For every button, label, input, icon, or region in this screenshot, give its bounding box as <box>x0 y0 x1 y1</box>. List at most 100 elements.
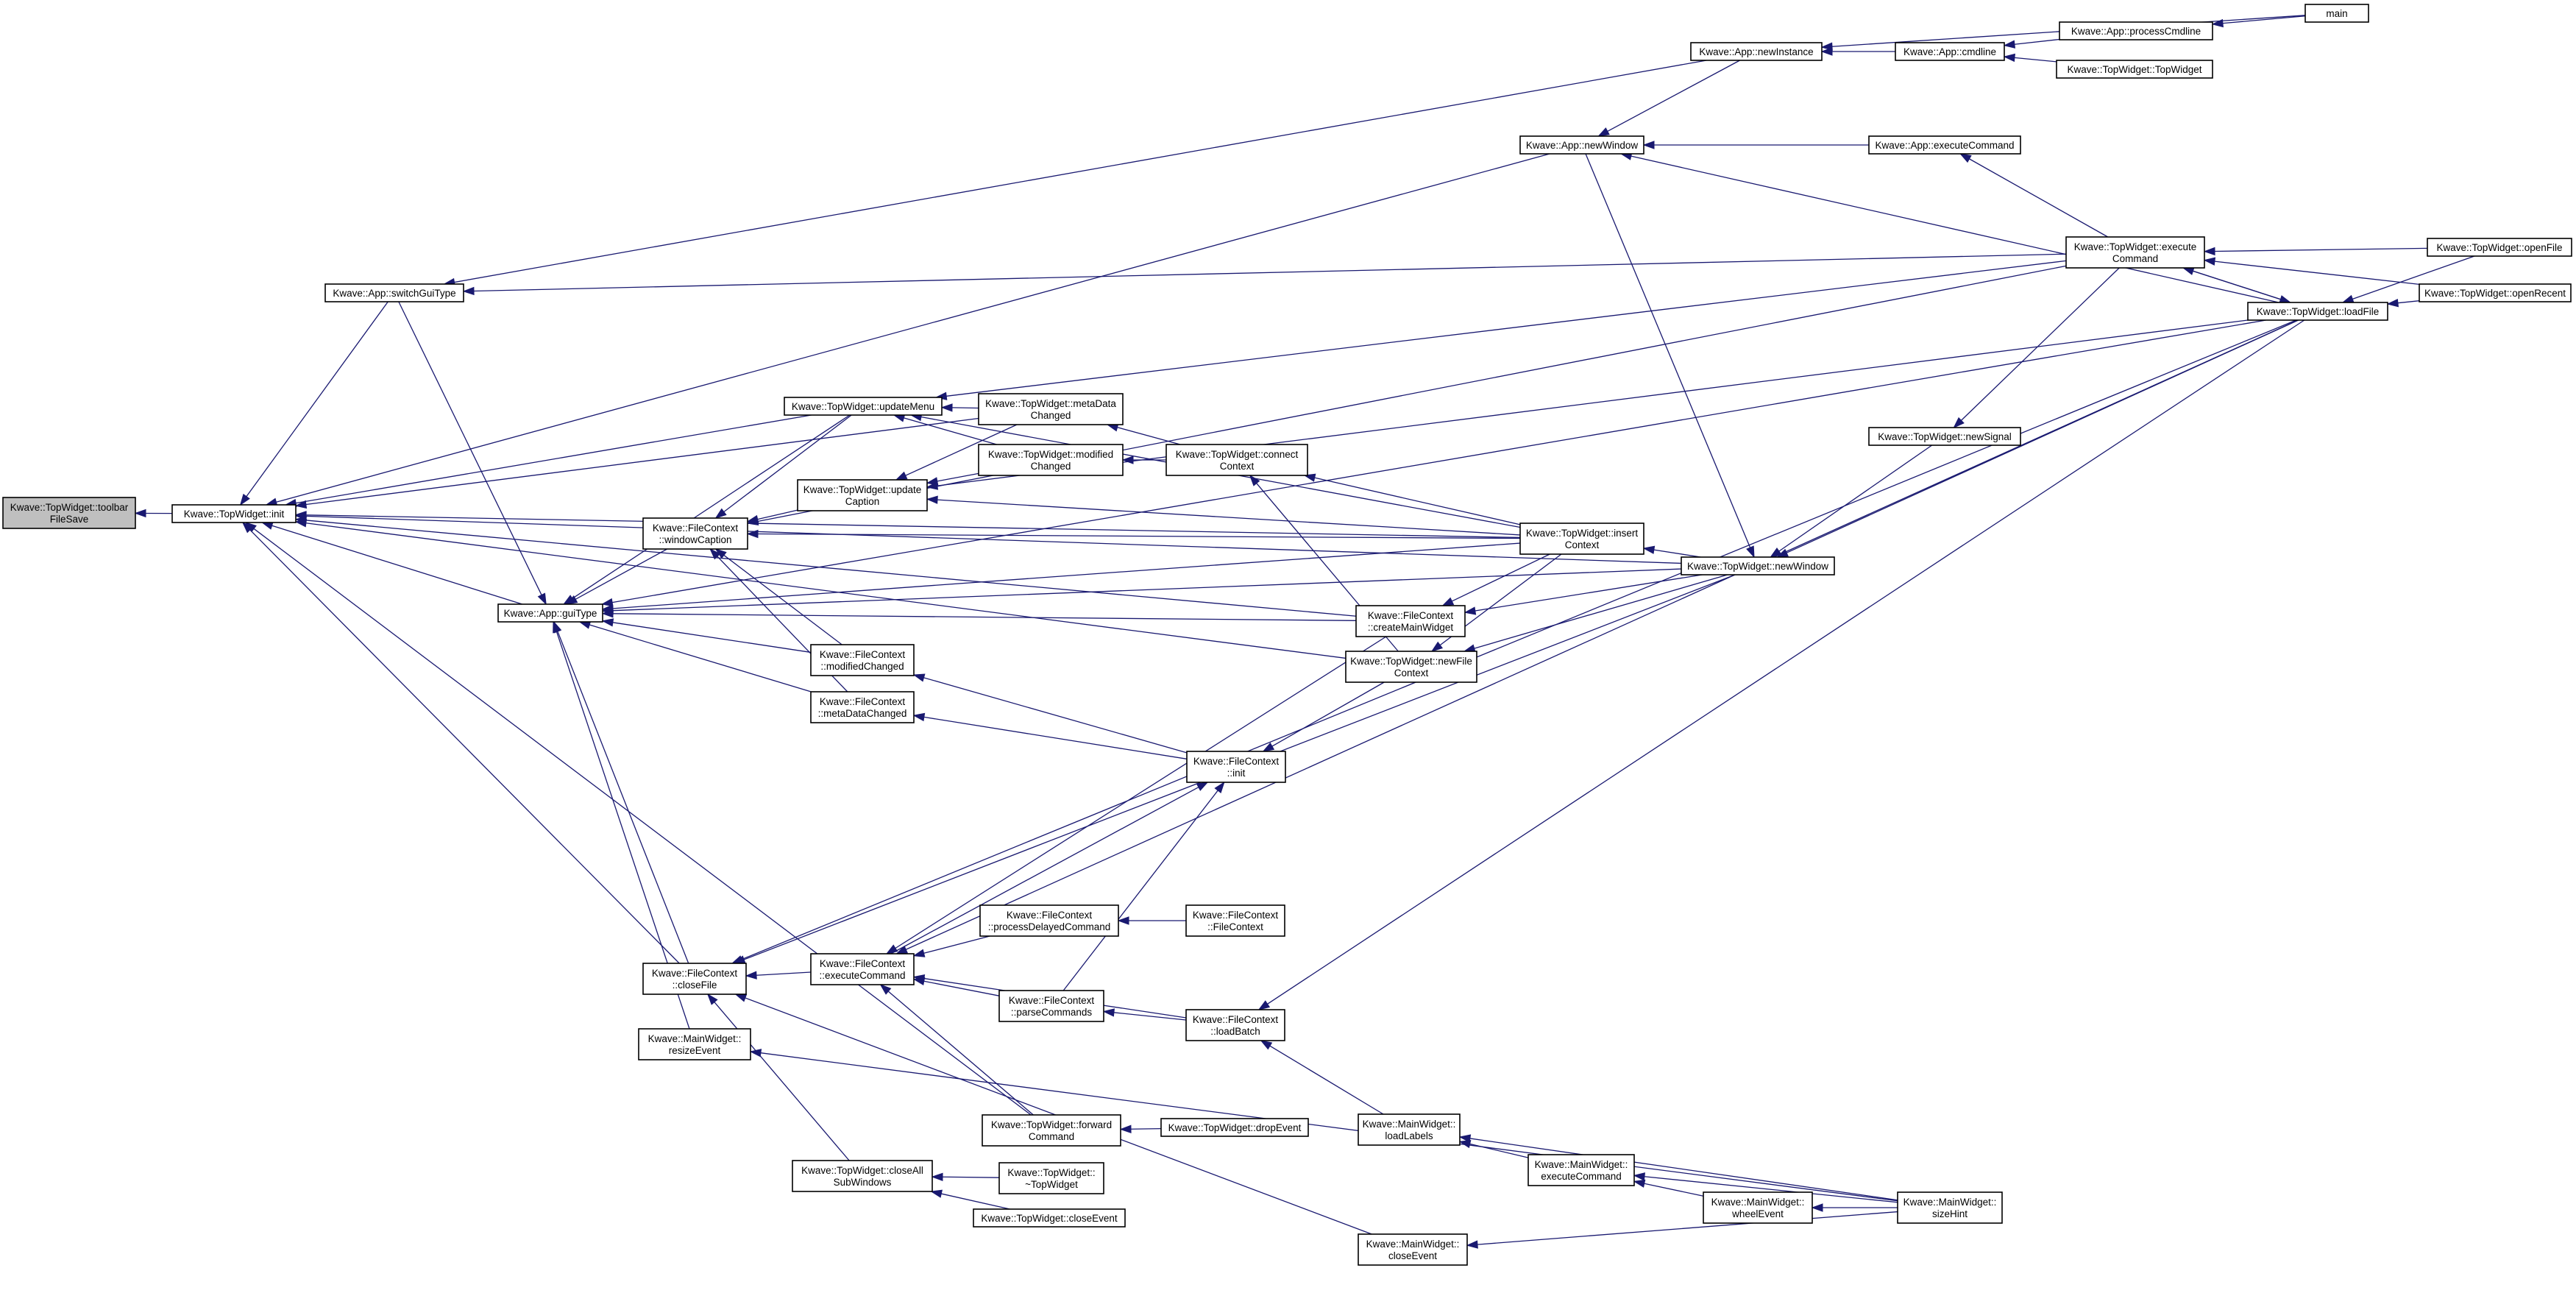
edge-tw_newFileContext-to-tw_init <box>294 519 1346 659</box>
node-tw_modifiedChanged[interactable]: Kwave::TopWidget::modifiedChanged <box>978 444 1124 476</box>
node-tw_init[interactable]: Kwave::TopWidget::init <box>171 504 297 523</box>
node-tw_newWindow[interactable]: Kwave::TopWidget::newWindow <box>1681 556 1835 575</box>
node-box <box>171 504 297 523</box>
node-mw_wheelEvent[interactable]: Kwave::MainWidget::wheelEvent <box>1703 1191 1813 1224</box>
edge-mw_sizeHint-to-mw_executeCommand <box>1633 1172 1898 1203</box>
node-tw_dropEvent[interactable]: Kwave::TopWidget::dropEvent <box>1160 1118 1309 1137</box>
node-mw_closeEvent[interactable]: Kwave::MainWidget::closeEvent <box>1358 1233 1468 1266</box>
edge-tw_init-to-toolbarFileSave <box>134 509 173 518</box>
node-tw_metaDataChanged[interactable]: Kwave::TopWidget::metaDataChanged <box>978 393 1124 425</box>
edge-line <box>272 525 522 605</box>
edge-line <box>2352 255 2475 300</box>
node-fc_executeCommand[interactable]: Kwave::FileContext::executeCommand <box>810 953 915 985</box>
node-tw_updateMenu[interactable]: Kwave::TopWidget::updateMenu <box>784 397 943 416</box>
node-tw_openRecent[interactable]: Kwave::TopWidget::openRecent <box>2419 283 2572 302</box>
edge-tw_updateMenu-to-fc_windowCaption <box>714 414 852 519</box>
node-tw_openFile[interactable]: Kwave::TopWidget::openFile <box>2427 238 2572 257</box>
node-app_switchGuiType[interactable]: Kwave::App::switchGuiType <box>324 283 464 302</box>
node-app_executeCommand[interactable]: Kwave::App::executeCommand <box>1868 135 2021 155</box>
edge-arrowhead <box>1642 141 1655 149</box>
node-fc_loadBatch[interactable]: Kwave::FileContext::loadBatch <box>1185 1009 1285 1041</box>
node-fc_parseCommands[interactable]: Kwave::FileContext::parseCommands <box>998 990 1104 1022</box>
edge-line <box>2182 267 2281 300</box>
edge-arrowhead <box>1458 1139 1472 1149</box>
edge-tw_executeCommand-to-fc_windowCaption <box>746 265 2067 525</box>
edge-tw_openRecent-to-tw_loadFile <box>2386 298 2420 308</box>
edge-line <box>923 716 1188 759</box>
edge-line <box>1269 1045 1384 1115</box>
node-box <box>973 1208 1126 1228</box>
edge-arrowhead <box>134 509 146 518</box>
node-app_guiType[interactable]: Kwave::App::guiType <box>497 603 603 623</box>
node-label: Kwave::MainWidget:: <box>1711 1197 1805 1208</box>
edge-arrowhead <box>562 595 575 605</box>
node-fc_processDelayedCommand[interactable]: Kwave::FileContext::processDelayedComman… <box>979 904 1119 937</box>
node-mw_loadLabels[interactable]: Kwave::MainWidget::loadLabels <box>1358 1113 1461 1146</box>
edge-arrowhead <box>537 592 547 606</box>
node-label: Kwave::TopWidget::insert <box>1526 528 1639 539</box>
node-label: Kwave::TopWidget::openRecent <box>2424 288 2566 299</box>
edge-arrowhead <box>1441 597 1455 606</box>
node-fc_createMainWidget[interactable]: Kwave::FileContext::createMainWidget <box>1355 605 1466 637</box>
node-tw_TopWidget[interactable]: Kwave::TopWidget::TopWidget <box>2056 60 2213 79</box>
edge-line <box>305 417 979 506</box>
node-label: ::createMainWidget <box>1368 622 1454 633</box>
edge-arrowhead <box>294 500 308 509</box>
edge-line <box>904 417 997 445</box>
node-fc_modifiedChanged[interactable]: Kwave::FileContext::modifiedChanged <box>810 644 915 676</box>
node-label: ::metaDataChanged <box>818 708 907 719</box>
node-label: Kwave::TopWidget::newSignal <box>1878 431 2012 442</box>
node-label: Kwave::MainWidget:: <box>648 1033 742 1044</box>
edge-fc_FileContext-to-fc_processDelayedCommand <box>1117 916 1186 925</box>
node-label: wheelEvent <box>1731 1208 1784 1219</box>
node-fc_windowCaption[interactable]: Kwave::FileContext::windowCaption <box>642 517 748 550</box>
node-box <box>1186 751 1286 783</box>
node-tw_dtor[interactable]: Kwave::TopWidget::~TopWidget <box>998 1162 1104 1194</box>
node-mw_executeCommand[interactable]: Kwave::MainWidget::executeCommand <box>1527 1154 1635 1186</box>
edge-line <box>937 499 1521 536</box>
node-label: Context <box>1565 539 1600 550</box>
node-app_cmdline[interactable]: Kwave::App::cmdline <box>1895 42 2005 61</box>
edge-line <box>905 319 2299 950</box>
node-fc_metaDataChanged[interactable]: Kwave::FileContext::metaDataChanged <box>810 691 915 723</box>
node-mw_sizeHint[interactable]: Kwave::MainWidget::sizeHint <box>1897 1191 2003 1224</box>
node-box <box>1527 1154 1635 1186</box>
edge-tw_dropEvent-to-tw_forwardCommand <box>1119 1124 1162 1133</box>
edge-arrowhead <box>1119 1124 1132 1133</box>
node-fc_closeFile[interactable]: Kwave::FileContext::closeFile <box>642 963 747 995</box>
node-mw_resizeEvent[interactable]: Kwave::MainWidget::resizeEvent <box>638 1028 751 1060</box>
node-app_newWindow[interactable]: Kwave::App::newWindow <box>1519 135 1644 155</box>
node-label: Kwave::TopWidget::update <box>803 484 922 495</box>
edge-arrowhead <box>462 286 475 296</box>
node-fc_init[interactable]: Kwave::FileContext::init <box>1186 751 1286 783</box>
node-tw_closeEvent[interactable]: Kwave::TopWidget::closeEvent <box>973 1208 1126 1228</box>
node-label: main <box>2326 8 2347 19</box>
edge-tw_executeCommand-to-tw_loadFile <box>2182 267 2292 303</box>
node-box <box>1868 427 2021 446</box>
edge-arrowhead <box>1633 1172 1646 1181</box>
node-app_newInstance[interactable]: Kwave::App::newInstance <box>1690 42 1823 61</box>
node-box <box>497 603 603 623</box>
edge-fc_loadBatch-to-fc_parseCommands <box>1102 1008 1187 1021</box>
node-tw_executeCommand[interactable]: Kwave::TopWidget::executeCommand <box>2065 236 2205 269</box>
node-tw_newSignal[interactable]: Kwave::TopWidget::newSignal <box>1868 427 2021 446</box>
edge-fc_init-to-fc_metaDataChanged <box>912 712 1188 759</box>
node-label: Kwave::FileContext <box>1368 610 1454 621</box>
edge-line <box>887 991 1034 1116</box>
node-box <box>1681 556 1835 575</box>
edge-arrowhead <box>706 993 718 1005</box>
node-fc_FileContext[interactable]: Kwave::FileContext::FileContext <box>1185 904 1285 937</box>
node-label: Kwave::TopWidget::openFile <box>2436 242 2562 253</box>
edge-arrowhead <box>912 673 926 682</box>
edge-line <box>741 319 2297 960</box>
node-main[interactable]: main <box>2304 4 2369 23</box>
node-tw_loadFile[interactable]: Kwave::TopWidget::loadFile <box>2247 302 2388 321</box>
node-app_processCmdline[interactable]: Kwave::App::processCmdline <box>2059 21 2213 40</box>
